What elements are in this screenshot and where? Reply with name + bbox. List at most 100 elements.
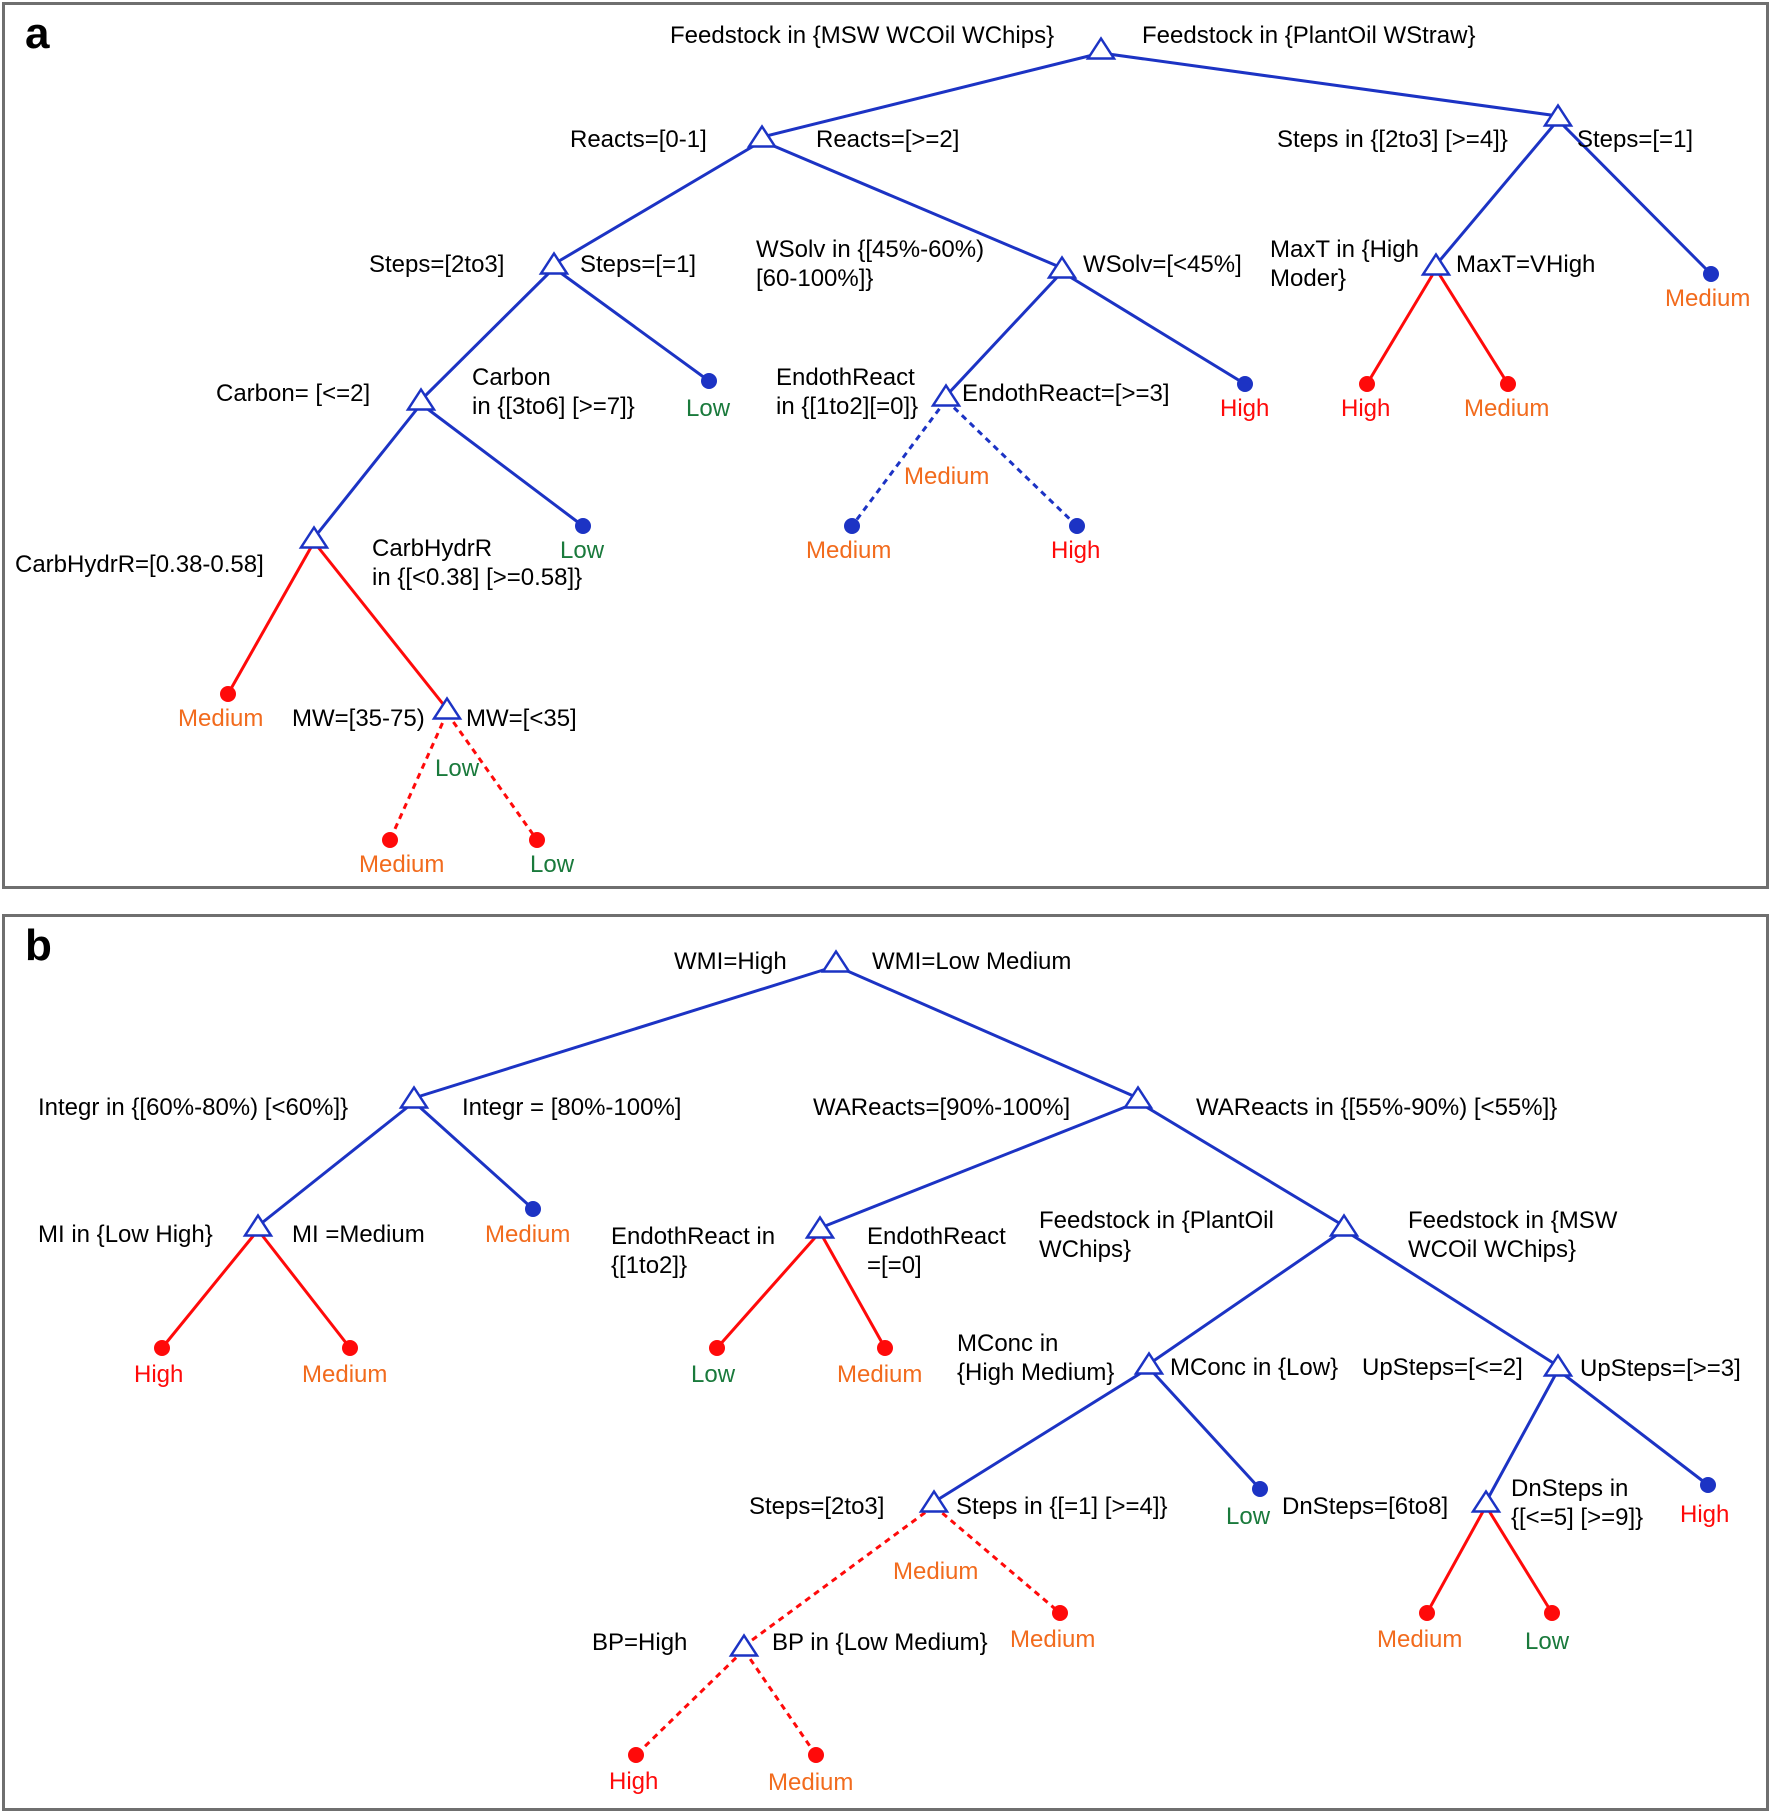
- split-condition-label: UpSteps=[>=3]: [1580, 1355, 1741, 1382]
- split-condition-label: BP=High: [592, 1629, 687, 1656]
- label-line: Medium: [302, 1361, 387, 1388]
- leaf-dot: [1052, 1605, 1068, 1621]
- tree-edge: [835, 964, 1139, 1100]
- split-node-triangle: [538, 251, 570, 275]
- leaf-dot: [1419, 1605, 1435, 1621]
- label-line: [60-100%]}: [756, 265, 873, 292]
- label-line: WAReacts in {[55%-90%) [<55%]}: [1196, 1094, 1557, 1121]
- panel-a: a: [2, 2, 1769, 889]
- label-line: High: [134, 1361, 183, 1388]
- leaf-dot: [1359, 376, 1375, 392]
- label-line: Medium: [768, 1769, 853, 1796]
- split-condition-label: Steps in {[2to3] [>=4]}: [1277, 126, 1508, 153]
- leaf-class-label: High: [1051, 537, 1100, 564]
- split-condition-label: Steps in {[=1] [>=4]}: [956, 1493, 1168, 1520]
- split-node-triangle: [1122, 1085, 1154, 1109]
- split-condition-label: MConc in{High Medium}: [957, 1330, 1114, 1386]
- split-condition-label: Feedstock in {MSW WCOil WChips}: [670, 22, 1054, 49]
- label-line: in {[<0.38] [>=0.58]}: [372, 564, 582, 591]
- label-line: WCOil WChips}: [1408, 1236, 1576, 1263]
- tree-edge: [1137, 1100, 1345, 1228]
- label-line: WMI=High: [674, 948, 787, 975]
- leaf-class-label: Low: [435, 755, 480, 782]
- leaf-dot: [220, 686, 236, 702]
- split-condition-label: Steps=[=1]: [1577, 126, 1693, 153]
- label-line: Low: [560, 537, 605, 564]
- leaf-dot: [701, 373, 717, 389]
- split-node-triangle: [918, 1489, 950, 1513]
- label-line: Moder}: [1270, 265, 1346, 292]
- split-condition-label: MI in {Low High}: [38, 1221, 213, 1248]
- label-line: Reacts=[>=2]: [816, 126, 959, 153]
- split-condition-label: WMI=High: [674, 948, 787, 975]
- split-condition-label: WMI=Low Medium: [872, 948, 1071, 975]
- leaf-class-label: Medium: [893, 1558, 978, 1585]
- label-line: WAReacts=[90%-100%]: [813, 1094, 1070, 1121]
- leaf-class-label: Low: [686, 395, 731, 422]
- label-line: Integr = [80%-100%]: [462, 1094, 681, 1121]
- label-line: Feedstock in {MSW WCOil WChips}: [670, 22, 1054, 49]
- tree-edge: [761, 51, 1102, 139]
- split-condition-label: Reacts=[0-1]: [570, 126, 707, 153]
- split-node-triangle: [728, 1633, 760, 1657]
- label-line: BP=High: [592, 1629, 687, 1656]
- label-line: Medium: [1665, 285, 1750, 312]
- tree-edge: [388, 712, 449, 841]
- label-line: MaxT=VHigh: [1456, 251, 1595, 278]
- split-condition-label: Steps=[=1]: [580, 251, 696, 278]
- split-condition-label: WAReacts=[90%-100%]: [813, 1094, 1070, 1121]
- leaf-dot: [1500, 376, 1516, 392]
- leaf-class-label: Medium: [485, 1221, 570, 1248]
- split-node-triangle: [1470, 1489, 1502, 1513]
- label-line: Medium: [1377, 1626, 1462, 1653]
- split-condition-label: MW=[35-75): [292, 705, 425, 732]
- split-condition-label: Feedstock in {PlantOil WStraw}: [1142, 22, 1475, 49]
- tree-edge: [1148, 1228, 1345, 1366]
- split-condition-label: MW=[<35]: [466, 705, 577, 732]
- label-line: EndothReact in: [611, 1223, 775, 1250]
- tree-edge: [1100, 51, 1559, 118]
- leaf-dot: [1703, 266, 1719, 282]
- label-line: MI =Medium: [292, 1221, 425, 1248]
- tree-edge: [1434, 119, 1560, 266]
- label-line: Medium: [806, 537, 891, 564]
- label-line: Medium: [359, 851, 444, 878]
- tree-edge: [1484, 1505, 1554, 1614]
- label-line: Integr in {[60%-80%) [<60%]}: [38, 1094, 348, 1121]
- tree-edge: [312, 403, 423, 539]
- label-line: High: [609, 1768, 658, 1795]
- tree-edge: [1365, 268, 1438, 385]
- label-line: {[<=5] [>=9]}: [1511, 1504, 1643, 1531]
- label-line: Feedstock in {PlantOil: [1039, 1207, 1274, 1234]
- split-condition-label: Steps=[2to3]: [749, 1493, 884, 1520]
- label-line: Feedstock in {MSW: [1408, 1207, 1618, 1234]
- panel-letter-a: a: [25, 9, 50, 58]
- leaf-class-label: Medium: [904, 463, 989, 490]
- tree-edge: [1147, 1366, 1262, 1491]
- label-line: DnSteps in: [1511, 1475, 1628, 1502]
- label-line: Medium: [1010, 1626, 1095, 1653]
- leaf-dot: [1544, 1605, 1560, 1621]
- label-line: MConc in {Low}: [1170, 1354, 1338, 1381]
- label-line: DnSteps=[6to8]: [1282, 1493, 1448, 1520]
- leaf-dot: [1700, 1477, 1716, 1493]
- leaf-dot: [877, 1340, 893, 1356]
- leaf-class-label: Medium: [806, 537, 891, 564]
- leaf-class-label: Medium: [1010, 1626, 1095, 1653]
- tree-edge: [256, 1229, 352, 1349]
- label-line: Medium: [893, 1558, 978, 1585]
- tree-edge: [419, 266, 556, 402]
- tree-edge: [553, 139, 763, 266]
- tree-edge: [226, 541, 316, 695]
- split-condition-label: Steps=[2to3]: [369, 251, 504, 278]
- split-node-triangle: [1085, 36, 1117, 60]
- tree-edge: [850, 399, 948, 527]
- label-line: Low: [1525, 1628, 1570, 1655]
- tree-edge: [553, 266, 710, 383]
- tree-edge: [819, 1100, 1139, 1230]
- split-condition-label: DnSteps in{[<=5] [>=9]}: [1511, 1475, 1643, 1531]
- split-node-triangle: [1542, 103, 1574, 127]
